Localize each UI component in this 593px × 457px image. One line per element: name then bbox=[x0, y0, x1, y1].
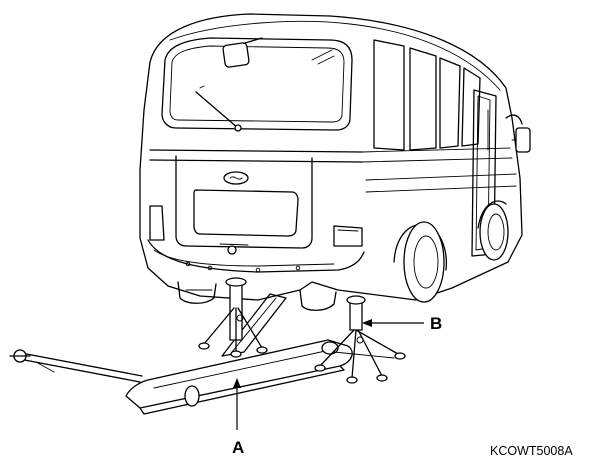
figure-code: KCOWT5008A bbox=[490, 444, 573, 457]
callout-label-b: B bbox=[430, 314, 442, 333]
bus-illustration bbox=[139, 13, 531, 311]
callout-label-a: A bbox=[232, 438, 244, 457]
jack-stand bbox=[314, 295, 406, 384]
callout-leader-b bbox=[362, 319, 424, 327]
callout-leader-a bbox=[233, 378, 241, 430]
